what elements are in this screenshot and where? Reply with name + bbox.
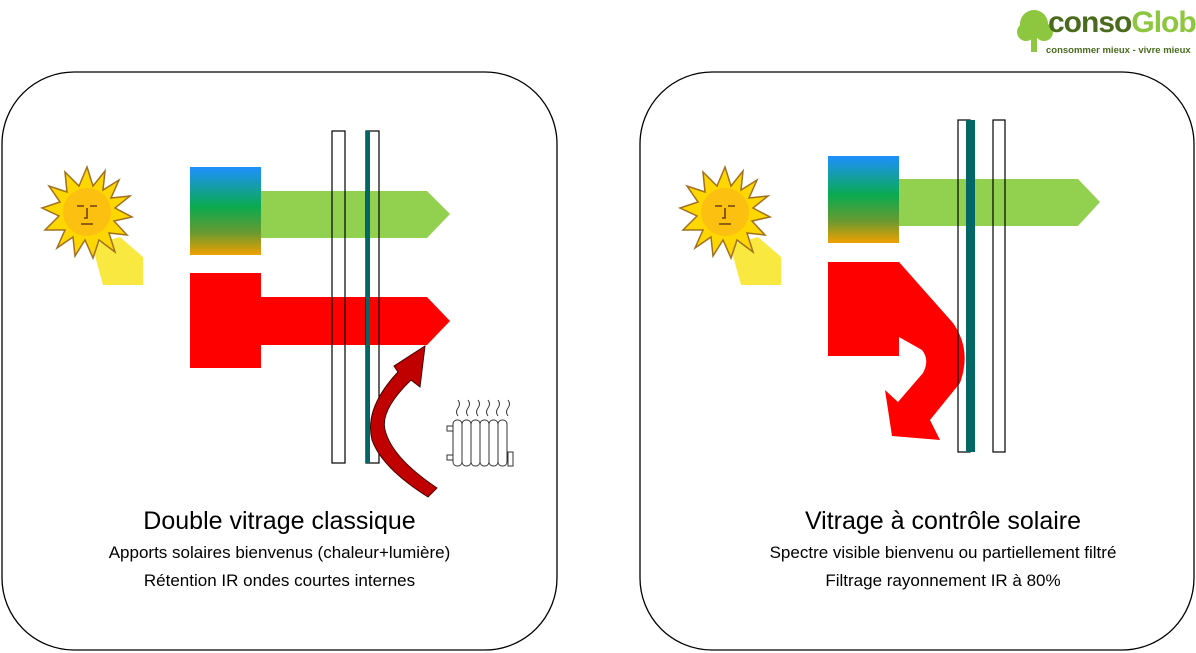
right-panel-frame [639, 71, 1195, 651]
logo-text: consoGlobe [1048, 6, 1196, 40]
left-panel-line-2: Rétention IR ondes courtes internes [143, 571, 416, 590]
right-panel-line-1: Spectre visible bienvenu ou partiellemen… [769, 543, 1117, 562]
logo-conso: conso [1048, 6, 1132, 39]
right-panel-line-2: Filtrage rayonnement IR à 80% [825, 571, 1061, 590]
solar-control-coating [966, 120, 975, 452]
left-panel-frame [1, 71, 558, 651]
sun-beam [730, 237, 781, 285]
tree-icon [1017, 10, 1053, 52]
visible-light-arrow [261, 191, 450, 238]
logo-tagline: consommer mieux - vivre mieux [1046, 45, 1191, 56]
infrared-block [828, 262, 899, 356]
right-panel-title: Vitrage à contrôle solaire [804, 507, 1082, 535]
reflected-ir-arrow [885, 262, 965, 440]
radiator-icon [446, 399, 514, 467]
logo-globe: Globe [1131, 6, 1196, 39]
spectrum-block [828, 156, 899, 243]
glass-pane-outer [331, 130, 346, 464]
visible-light-arrow [899, 179, 1100, 226]
internal-ir-arrow [370, 345, 438, 498]
left-panel-line-1: Apports solaires bienvenus (chaleur+lumi… [108, 543, 451, 562]
glass-pane-inner [992, 119, 1006, 453]
spectrum-block [190, 167, 261, 255]
left-panel-title: Double vitrage classique [143, 507, 416, 535]
infrared-arrow [190, 273, 450, 368]
sun-beam [92, 237, 143, 285]
consoglobe-logo: consoGlobe consommer mieux - vivre mieux [1016, 4, 1196, 62]
low-e-coating [366, 131, 370, 463]
